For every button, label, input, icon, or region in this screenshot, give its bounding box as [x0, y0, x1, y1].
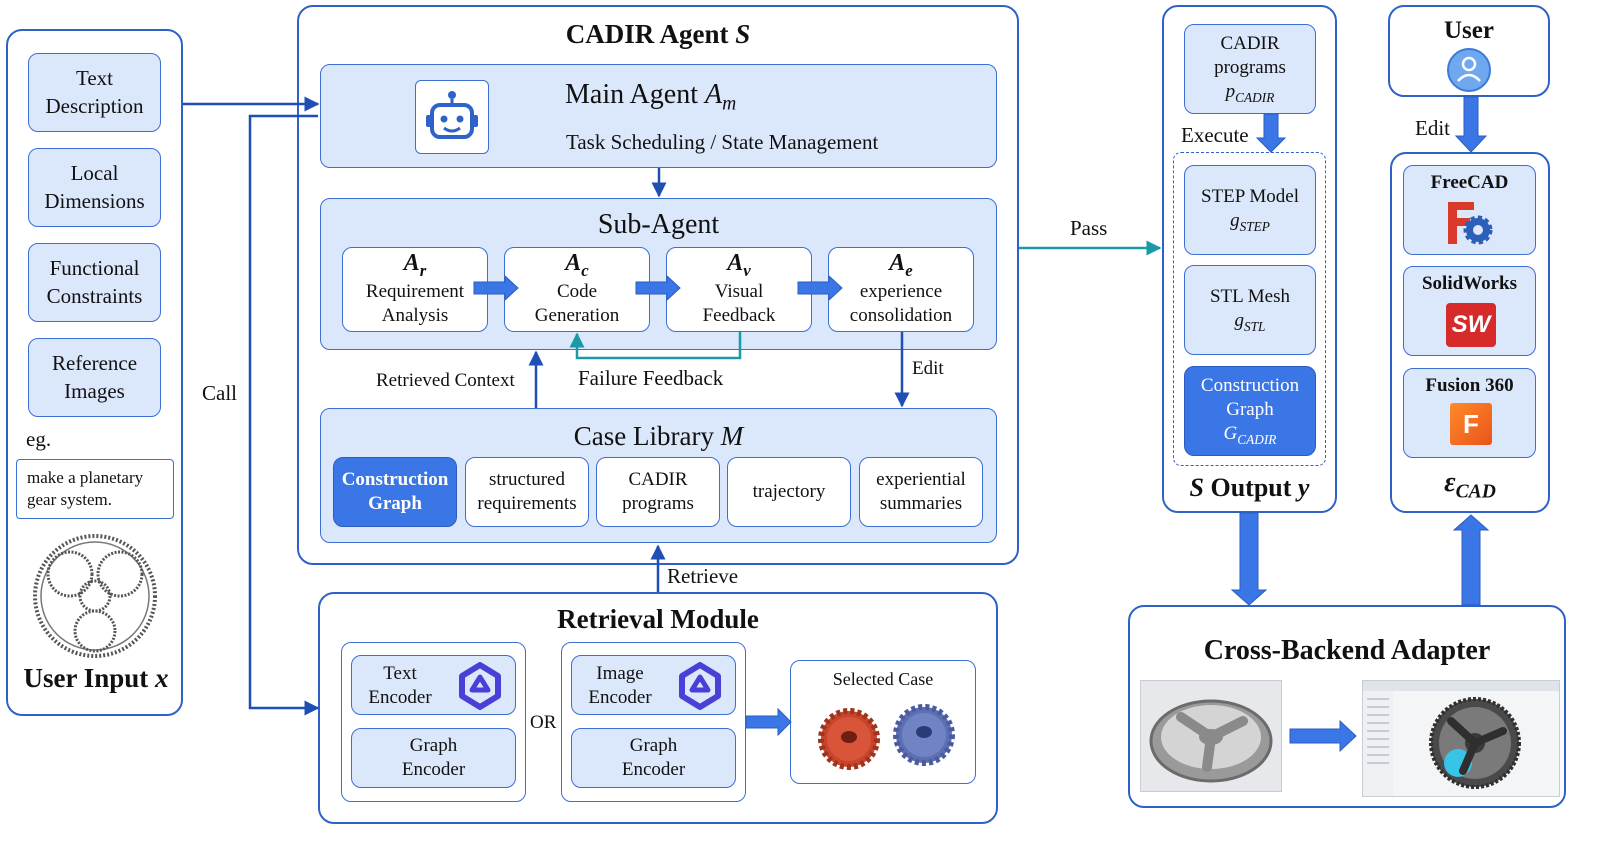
- freecad-tile: FreeCAD: [1403, 165, 1536, 255]
- graph-encoder-box-2: Graph Encoder: [571, 728, 736, 788]
- input-local-dimensions: Local Dimensions: [28, 148, 161, 227]
- gear-images: [818, 704, 955, 770]
- or-label: OR: [530, 712, 557, 733]
- pass-label: Pass: [1070, 216, 1108, 240]
- cad-software-screenshot: [1362, 680, 1560, 797]
- user-input-panel: Text Description Local Dimensions Functi…: [6, 29, 183, 716]
- main-agent-title: Main Agent Am: [565, 79, 737, 115]
- freecad-logo-icon: [1448, 202, 1493, 245]
- output-title: S Output y: [1189, 473, 1310, 502]
- sub-agent-title: Sub-Agent: [597, 209, 720, 240]
- input-text-description: Text Description: [28, 53, 161, 132]
- edit-label-case: Edit: [912, 358, 944, 379]
- step-code-generation: Ac Code Generation: [504, 247, 650, 332]
- output-dashed-group: [1173, 152, 1326, 466]
- example-text-box: make a planetary gear system.: [16, 459, 174, 519]
- case-construction-graph: Construction Graph: [333, 457, 457, 527]
- user-panel: User: [1388, 5, 1550, 97]
- eg-label: eg.: [26, 427, 52, 451]
- case-library-title: Case Library M: [573, 421, 744, 451]
- cadir-agent-title: CADIR Agent S: [565, 19, 751, 49]
- main-agent-subtitle: Task Scheduling / State Management: [566, 130, 879, 154]
- user-input-title: User Input x: [23, 663, 169, 693]
- main-agent-box: Main Agent Am Task Scheduling / State Ma…: [320, 64, 997, 168]
- adapter-panel: Cross-Backend Adapter: [1128, 605, 1566, 808]
- retrieval-module-title: Retrieval Module: [557, 604, 759, 634]
- retrieved-context-label: Retrieved Context: [376, 370, 515, 391]
- red-spur-gear-icon: [818, 708, 880, 770]
- edit-label-user: Edit: [1415, 116, 1450, 140]
- input-reference-images: Reference Images: [28, 338, 161, 417]
- selected-case-box: Selected Case: [790, 660, 976, 784]
- call-label: Call: [202, 381, 237, 405]
- solidworks-logo-icon: SW: [1446, 303, 1496, 347]
- step-requirement-analysis: Ar Requirement Analysis: [342, 247, 488, 332]
- image-encoder-box: Image Encoder: [571, 655, 736, 715]
- input-functional-constraints: Functional Constraints: [28, 243, 161, 322]
- failure-feedback-label: Failure Feedback: [578, 366, 724, 390]
- case-trajectory: trajectory: [727, 457, 851, 527]
- user-title: User: [1444, 17, 1494, 44]
- gray-gear-render: [1140, 680, 1282, 792]
- cad-title: εCAD: [1444, 467, 1496, 503]
- user-avatar-icon: [1447, 48, 1491, 92]
- retrieve-label: Retrieve: [667, 564, 739, 588]
- robot-icon: [415, 80, 489, 154]
- fusion360-logo-icon: F: [1450, 403, 1492, 445]
- step-experience-consolidation: Ae experience consolidation: [828, 247, 974, 332]
- text-encoder-box: Text Encoder: [351, 655, 516, 715]
- output-construction-graph: Construction Graph GCADIR: [1184, 366, 1316, 456]
- case-cadir-programs: CADIR programs: [596, 457, 720, 527]
- fusion360-tile: Fusion 360 F: [1403, 368, 1536, 458]
- selected-case-label: Selected Case: [832, 669, 934, 689]
- solidworks-tile: SolidWorks SW: [1403, 266, 1536, 356]
- output-stl-mesh: STL Mesh gSTL: [1184, 265, 1316, 355]
- blue-helical-gear-icon: [893, 704, 955, 766]
- output-step-model: STEP Model gSTEP: [1184, 165, 1316, 255]
- graph-encoder-box-1: Graph Encoder: [351, 728, 516, 788]
- execute-label: Execute: [1181, 123, 1249, 147]
- planetary-gear-sketch: [33, 534, 157, 658]
- step-visual-feedback: Av Visual Feedback: [666, 247, 812, 332]
- output-cadir-programs: CADIR programs pCADIR: [1184, 24, 1316, 114]
- case-structured-requirements: structured requirements: [465, 457, 589, 527]
- qwen-logo-icon: [459, 662, 501, 710]
- adapter-title: Cross-Backend Adapter: [1203, 635, 1491, 666]
- qwen-logo-icon: [679, 662, 721, 710]
- case-experiential-summaries: experiential summaries: [859, 457, 983, 527]
